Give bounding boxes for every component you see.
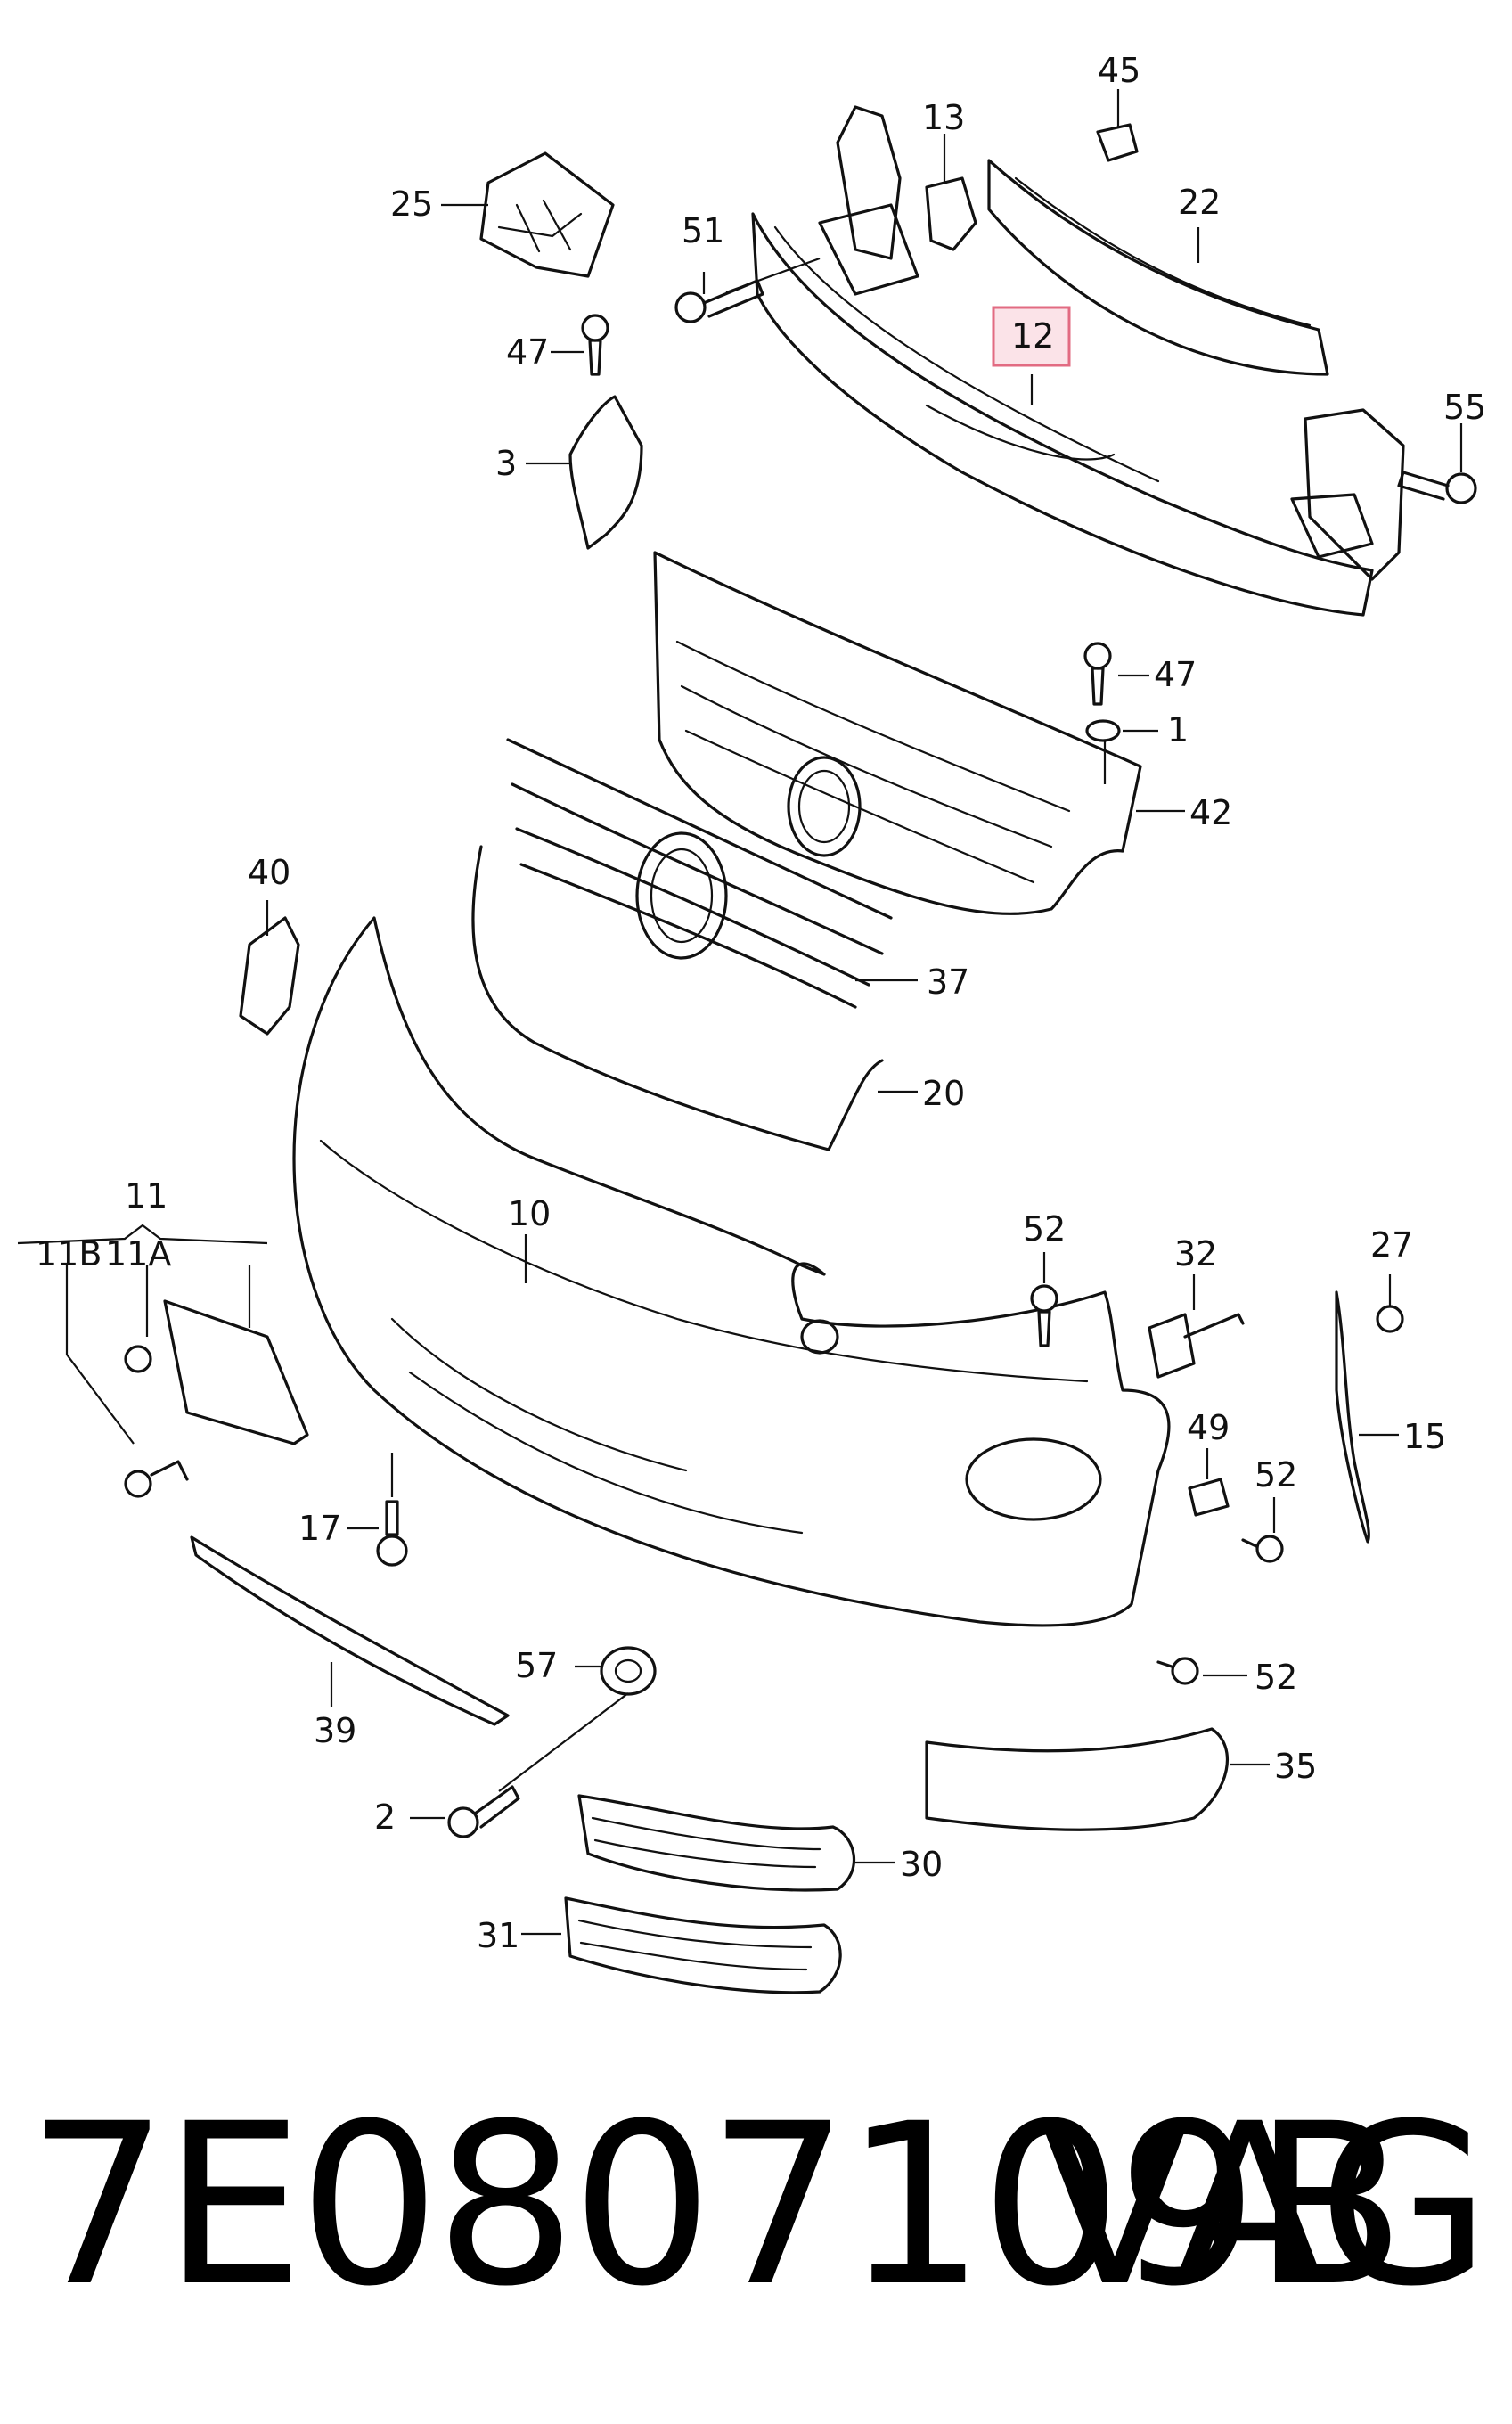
callout-22: 22: [1178, 183, 1221, 222]
callout-15: 15: [1403, 1417, 1446, 1456]
part-57-grommet: [575, 1646, 657, 1696]
callout-40: 40: [248, 853, 290, 892]
callout-30: 30: [900, 1845, 943, 1884]
part-47-screw-mid: [1083, 642, 1149, 706]
part-42-upper-grille: [653, 551, 1185, 915]
part-52-screw-mid: [1241, 1497, 1284, 1563]
part-32-stud: [1148, 1274, 1245, 1379]
part-30-fog-grille: [577, 1794, 895, 1892]
part-55-bolt: [1397, 423, 1477, 504]
callout-37: 37: [927, 962, 969, 1002]
callout-52-mid: 52: [1255, 1455, 1297, 1495]
callout-32: 32: [1174, 1234, 1217, 1273]
part-35-side-trim: [925, 1727, 1270, 1831]
part-40-bracket: [239, 916, 300, 1036]
part-51-bolt: [674, 257, 821, 323]
callout-47-upper: 47: [506, 332, 549, 372]
part-15-side-strip: [1335, 1290, 1399, 1544]
part-13-clip: [925, 134, 977, 251]
part-39-lower-strip: [190, 1535, 510, 1726]
part-20-grille-surround: [471, 845, 918, 1151]
callout-35: 35: [1274, 1747, 1317, 1786]
callout-27: 27: [1370, 1225, 1413, 1265]
callout-11b: 11B: [36, 1234, 102, 1273]
part-52-screw-upper: [1030, 1252, 1058, 1347]
part-10-bumper-cover: [292, 916, 1171, 1627]
callout-3: 3: [495, 444, 517, 483]
part-number: 7E0807109B: [27, 2076, 1406, 2335]
callout-25: 25: [390, 184, 433, 224]
callout-52-upper: 52: [1023, 1209, 1066, 1249]
callout-52-lower: 52: [1255, 1658, 1297, 1697]
callout-10: 10: [508, 1194, 551, 1233]
part-22-energy-absorber: [987, 159, 1329, 376]
part-27-clip: [1376, 1274, 1404, 1333]
part-37-grille-trim: [506, 738, 918, 1009]
part-25-bracket: [479, 152, 615, 278]
callout-57: 57: [515, 1646, 558, 1685]
callout-31: 31: [477, 1916, 519, 1955]
callout-42: 42: [1189, 793, 1232, 832]
brand-label: VAG: [1038, 2076, 1491, 2335]
callout-39: 39: [314, 1711, 356, 1750]
callout-45: 45: [1098, 51, 1140, 90]
part-49-nut: [1188, 1448, 1230, 1517]
part-52-screw-lower: [1156, 1657, 1247, 1685]
part-45-rivet: [1096, 89, 1139, 162]
callout-12: 12: [1011, 316, 1054, 356]
callout-49: 49: [1187, 1408, 1230, 1447]
callout-51: 51: [682, 211, 724, 250]
callout-20: 20: [922, 1074, 965, 1113]
callout-2: 2: [374, 1798, 396, 1837]
part-11-plate-holder: [17, 1224, 309, 1498]
callout-55: 55: [1443, 388, 1486, 427]
callout-11a: 11A: [105, 1234, 171, 1273]
part-2-screw: [410, 1692, 629, 1838]
part-17-bolt: [347, 1453, 408, 1567]
callout-17: 17: [298, 1509, 341, 1548]
callout-47-mid: 47: [1154, 655, 1197, 694]
part-47-screw-upper: [551, 314, 609, 376]
part-12-bumper-carrier: [751, 105, 1405, 617]
highlight-box-12: [992, 306, 1071, 367]
part-31-fog-grille: [521, 1896, 842, 1994]
callout-1: 1: [1167, 710, 1189, 749]
callout-11: 11: [125, 1176, 168, 1216]
callout-13: 13: [922, 98, 965, 137]
part-3-side-bracket: [526, 395, 643, 550]
part-1-washer: [1085, 719, 1158, 742]
